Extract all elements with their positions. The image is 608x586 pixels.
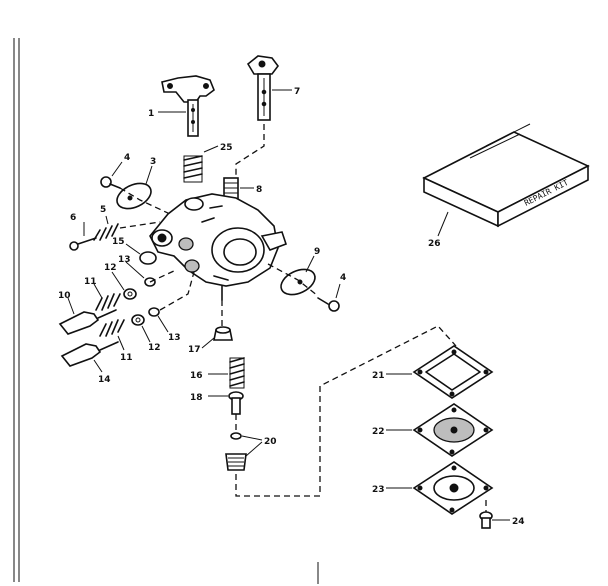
callout-16: 16 — [190, 371, 203, 381]
callout-14: 14 — [98, 375, 111, 385]
callout-23: 23 — [372, 485, 385, 495]
part-needle-14 — [60, 341, 119, 367]
callout-3: 3 — [150, 157, 156, 167]
callout-1: 1 — [148, 109, 154, 119]
part-screw-4-upper — [100, 176, 121, 189]
callout-11a: 11 — [84, 277, 97, 287]
part-throttle-shaft — [161, 75, 215, 137]
part-repair-kit: REPAIR KIT — [422, 123, 590, 228]
callout-4a: 4 — [124, 153, 130, 163]
callout-5: 5 — [100, 205, 106, 215]
part-gasket-21 — [412, 345, 494, 399]
part-throttle-plate — [116, 182, 152, 210]
part-washer-12-upper — [123, 288, 137, 300]
part-ring-13-lower — [148, 307, 160, 317]
part-inlet-needle-18 — [228, 391, 244, 415]
callout-6: 6 — [70, 213, 76, 223]
callout-18: 18 — [190, 393, 203, 403]
part-cup-17 — [213, 326, 233, 341]
callout-13b: 13 — [168, 333, 181, 343]
callout-12b: 12 — [148, 343, 161, 353]
callout-8: 8 — [256, 185, 262, 195]
part-cover-23 — [412, 461, 494, 515]
part-idle-screw-6 — [69, 237, 97, 251]
callout-21: 21 — [372, 371, 385, 381]
part-spring-5 — [93, 223, 119, 241]
callout-17: 17 — [188, 345, 201, 355]
part-screw-4-right — [317, 297, 340, 312]
callout-24: 24 — [512, 517, 525, 527]
part-choke-shaft — [246, 55, 279, 121]
part-carburetor-body — [149, 193, 288, 301]
callout-20: 20 — [264, 437, 277, 447]
part-spring-25 — [183, 155, 203, 183]
part-bushing-8 — [223, 177, 239, 201]
page-margin-rule — [13, 38, 20, 582]
part-spring-11-lower — [99, 319, 125, 337]
part-spring-16 — [229, 357, 245, 389]
callout-12a: 12 — [104, 263, 117, 273]
callout-15: 15 — [112, 237, 125, 247]
part-plug-15 — [139, 251, 157, 265]
part-needle-10 — [58, 309, 117, 335]
callout-11b: 11 — [120, 353, 133, 363]
part-choke-plate — [280, 268, 316, 296]
callout-13a: 13 — [118, 255, 131, 265]
callout-22: 22 — [372, 427, 385, 437]
callout-25: 25 — [220, 143, 233, 153]
part-screw-24 — [479, 511, 493, 529]
callout-7: 7 — [294, 87, 300, 97]
callout-9: 9 — [314, 247, 320, 257]
callout-10: 10 — [58, 291, 71, 301]
callout-4b: 4 — [340, 273, 346, 283]
part-spring-11-upper — [95, 293, 121, 311]
part-diaphragm-22 — [412, 403, 494, 457]
callout-26: 26 — [428, 239, 441, 249]
part-seat-20 — [225, 432, 247, 471]
part-washer-12-lower — [131, 314, 145, 326]
